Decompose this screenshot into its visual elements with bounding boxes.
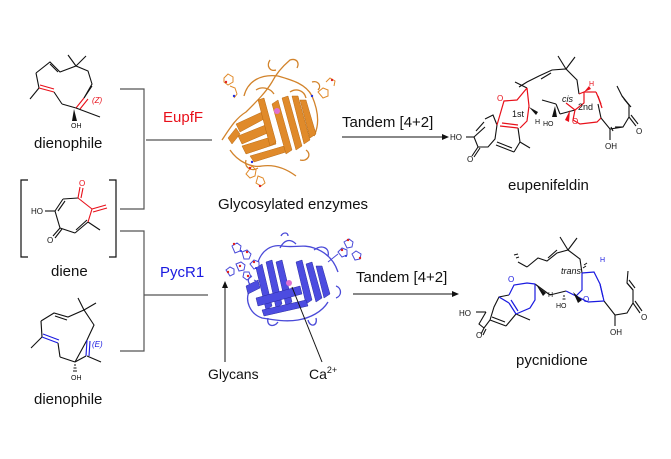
diene-bottom-o: O (47, 236, 53, 245)
dienophile-bottom-label: dienophile (34, 391, 102, 408)
calcium-ion-icon (286, 280, 292, 286)
hash-bond (73, 364, 77, 372)
eupenifeldin-ho-mid: HO (543, 121, 554, 128)
pycnidione-oh-bottom: OH (610, 328, 622, 337)
first-cycloaddition-label: 1st (512, 109, 525, 119)
pycnidione-o-right: O (641, 313, 647, 322)
eupenifeldin-o-right: O (636, 127, 642, 136)
diene-carbonyl-o: O (79, 179, 85, 188)
pycnidione-ho-left: HO (459, 309, 471, 318)
wedge-bond (72, 109, 77, 121)
eupenifeldin-o-ring1: O (497, 94, 503, 103)
glycans-label: Glycans (208, 366, 259, 382)
wedge-bond (584, 86, 591, 92)
pycr1-protein-structure (225, 232, 362, 327)
pycnidione-o-ring1: O (508, 275, 514, 284)
connector-top (120, 88, 212, 210)
metal-ion-icon (274, 108, 280, 114)
pycnidione-h1: H (548, 292, 553, 299)
eupenifeldin-new-rings (496, 87, 603, 129)
diene-reactive-site (77, 186, 108, 223)
pycnidione-ho-mid: HO (556, 303, 567, 310)
eupenifeldin-h1: H (535, 119, 540, 126)
calcium-label: Ca2+ (309, 365, 337, 382)
wedge-bond (529, 107, 538, 115)
hash-bond (513, 253, 588, 300)
connector-bottom (120, 230, 208, 352)
second-cycloaddition-label: 2nd (578, 102, 593, 112)
eupenifeldin-o-ring2: O (572, 117, 578, 126)
calcium-pointer (291, 286, 323, 363)
wedge-bond (537, 286, 546, 296)
oh-label: OH (71, 123, 82, 130)
pycnidione-h2: H (600, 257, 605, 264)
trans-label: trans (561, 266, 582, 276)
eupenifeldin-structure (466, 55, 639, 158)
pycnidione-o-left: O (476, 331, 482, 340)
eupenifeldin-o-left: O (467, 155, 473, 164)
oh-label: OH (71, 375, 82, 382)
dienophile-e-structure (30, 297, 102, 363)
pycnidione-structure (476, 236, 643, 336)
eupenifeldin-oh-bottom: OH (605, 142, 617, 151)
dienophile-top-label: dienophile (34, 135, 102, 152)
eupenifeldin-ho-left: HO (450, 133, 462, 142)
wedge-bond (552, 106, 557, 117)
pycnidione-o-ring2: O (583, 295, 589, 304)
diene-structure (45, 197, 101, 239)
wedge-bond (573, 292, 582, 303)
enzyme-caption: Glycosylated enzymes (218, 196, 368, 213)
glycan-cluster-right (327, 238, 362, 263)
eupenifeldin-h2: H (589, 81, 594, 88)
glycan-cluster-left (225, 242, 260, 283)
reaction-top-label: Tandem [4+2] (342, 114, 433, 131)
diene-label: diene (51, 263, 88, 280)
glycan-cluster (223, 73, 336, 187)
pycnidione-label: pycnidione (516, 352, 588, 369)
diene-bracket-right (109, 179, 117, 258)
pycnidione-new-rings (498, 271, 605, 315)
diene-bracket-left (20, 179, 28, 258)
eupenifeldin-label: eupenifeldin (508, 177, 589, 194)
dienophile-z-structure (29, 54, 101, 118)
wedge-bond (565, 110, 570, 122)
enzyme-pycr1-label: PycR1 (160, 264, 204, 281)
eupff-protein-structure (221, 58, 336, 188)
z-geometry-label: (Z) (92, 96, 103, 105)
enzyme-eupff-label: EupfF (163, 109, 203, 126)
diene-ho-label: HO (31, 207, 43, 216)
e-geometry-label: (E) (92, 340, 103, 349)
cis-label: cis (562, 94, 573, 104)
reaction-bottom-label: Tandem [4+2] (356, 269, 447, 286)
